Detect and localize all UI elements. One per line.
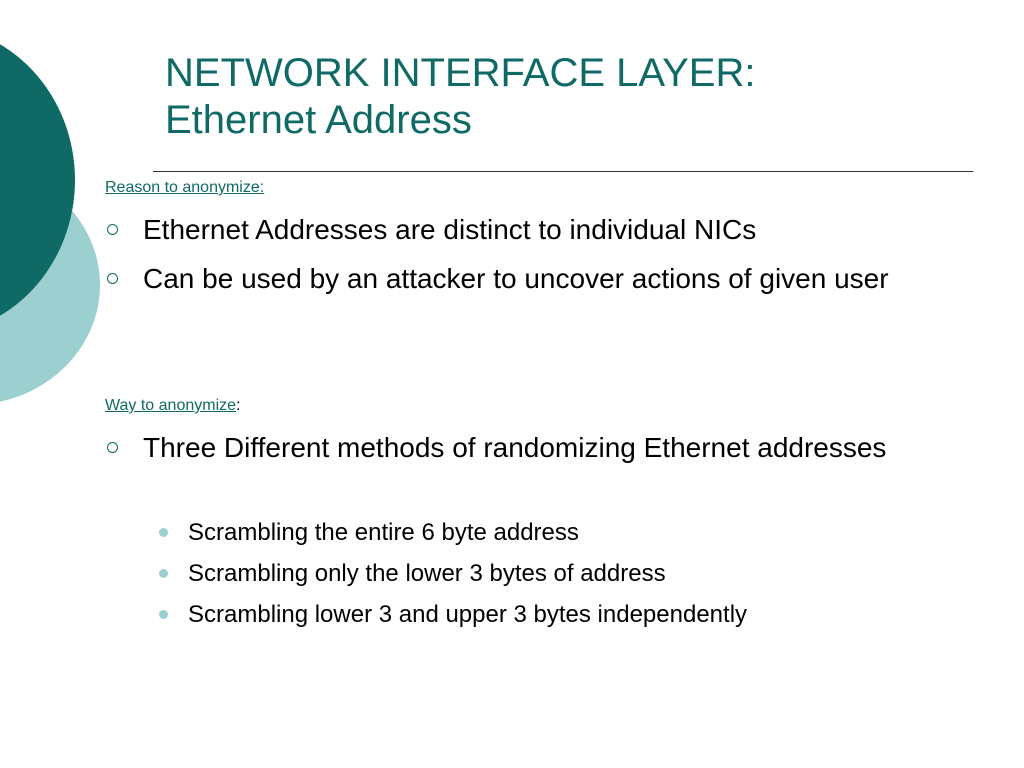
- sub-bullet-text: Scrambling the entire 6 byte address: [188, 519, 579, 546]
- title-divider: [153, 171, 973, 172]
- title-line-2: Ethernet Address: [165, 98, 472, 142]
- way-label-text: Way to anonymize: [105, 397, 237, 414]
- sub-bullet-item: Scrambling lower 3 and upper 3 bytes ind…: [105, 594, 905, 635]
- slide-title: NETWORK INTERFACE LAYER: Ethernet Addres…: [165, 50, 755, 144]
- bullet-text: Can be used by an attacker to uncover ac…: [143, 263, 889, 294]
- decorative-circles: [0, 0, 110, 420]
- bullet-item: Ethernet Addresses are distinct to indiv…: [105, 209, 905, 250]
- sub-bullet-text: Scrambling lower 3 and upper 3 bytes ind…: [188, 601, 748, 628]
- way-bullet-list: Three Different methods of randomizing E…: [105, 427, 905, 476]
- reason-label-text: Reason to anonymize:: [105, 179, 265, 196]
- bullet-item: Three Different methods of randomizing E…: [105, 427, 905, 468]
- reason-bullet-list: Ethernet Addresses are distinct to indiv…: [105, 209, 905, 307]
- title-line-1: NETWORK INTERFACE LAYER:: [165, 51, 756, 95]
- hollow-circle-bullet-icon: [107, 224, 118, 235]
- way-label-suffix: :: [236, 397, 241, 414]
- sub-bullet-text: Scrambling only the lower 3 bytes of add…: [188, 560, 666, 587]
- sub-bullet-item: Scrambling the entire 6 byte address: [105, 512, 905, 553]
- section-label-way: Way to anonymize:: [105, 396, 240, 416]
- filled-dot-bullet-icon: [159, 569, 168, 578]
- sub-bullet-item: Scrambling only the lower 3 bytes of add…: [105, 553, 905, 594]
- filled-dot-bullet-icon: [159, 610, 168, 619]
- filled-dot-bullet-icon: [159, 528, 168, 537]
- hollow-circle-bullet-icon: [107, 442, 118, 453]
- bullet-text: Three Different methods of randomizing E…: [143, 432, 887, 463]
- section-label-reason: Reason to anonymize:: [105, 178, 264, 198]
- bullet-text: Ethernet Addresses are distinct to indiv…: [143, 214, 757, 245]
- method-sub-bullet-list: Scrambling the entire 6 byte address Scr…: [105, 512, 905, 635]
- hollow-circle-bullet-icon: [107, 273, 118, 284]
- bullet-item: Can be used by an attacker to uncover ac…: [105, 258, 905, 299]
